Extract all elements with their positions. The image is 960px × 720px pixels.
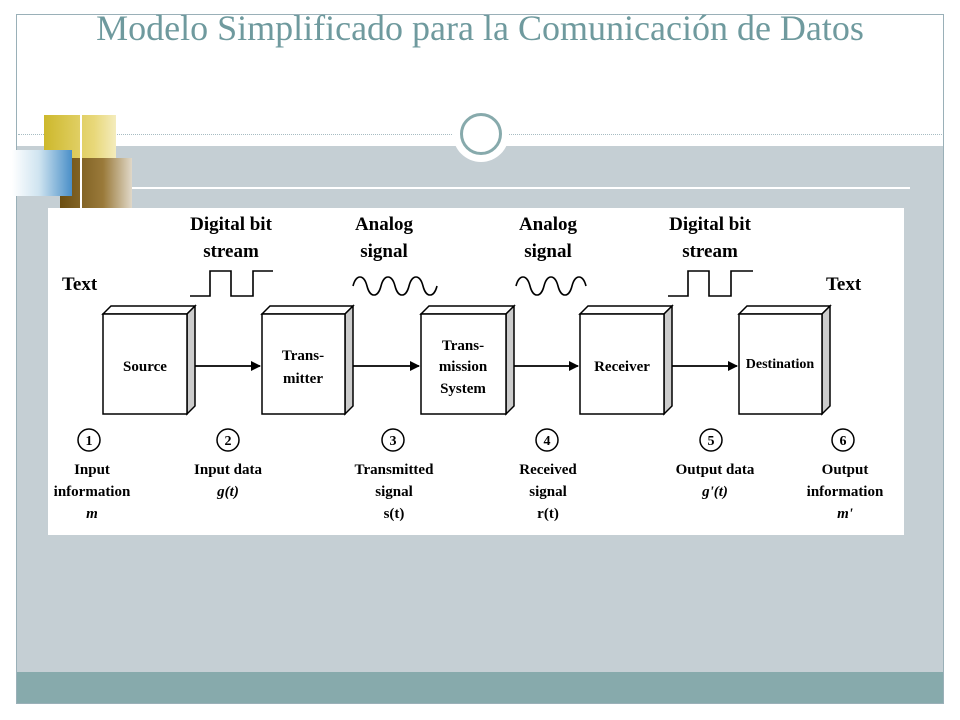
stage-6-number: 6 — [840, 434, 847, 449]
block-transmitter-line1: Trans- — [282, 348, 324, 364]
slide-frame — [16, 14, 944, 704]
analog-waveform-right — [515, 276, 587, 296]
stage-4-line1: Received — [519, 462, 577, 478]
stage-1-line2: information — [54, 484, 131, 500]
stage-4: 4 Received signal r(t) — [519, 428, 577, 522]
slide-title: Modelo Simplificado para la Comunicación… — [96, 8, 864, 48]
block-receiver-label: Receiver — [594, 359, 650, 375]
signal-label-1-line2: stream — [203, 241, 259, 262]
stage-6-line2: information — [807, 484, 884, 500]
block-transmission-line3: System — [440, 381, 486, 397]
stage-3-number: 3 — [390, 434, 397, 449]
stage-5-line1: Output data — [676, 462, 755, 478]
stage-5-line2: g'(t) — [701, 484, 728, 500]
text-label-right: Text — [826, 274, 862, 295]
digital-waveform-right — [668, 270, 753, 297]
block-destination-label: Destination — [746, 357, 815, 372]
signal-label-3-line2: signal — [524, 241, 572, 262]
stage-3-line2: signal — [375, 484, 413, 500]
stage-5: 5 Output data g'(t) — [676, 428, 755, 500]
block-transmitter-line2: mitter — [283, 371, 323, 387]
stage-3-line1: Transmitted — [355, 462, 435, 478]
block-transmitter: Trans- mitter — [260, 304, 355, 416]
stage-6-line1: Output — [822, 462, 869, 478]
signal-label-3-line1: Analog — [519, 214, 578, 235]
block-source-label: Source — [123, 359, 167, 375]
stage-1-line3: m — [86, 506, 98, 522]
decor-square-blue — [12, 150, 72, 196]
stage-2: 2 Input data g(t) — [194, 428, 262, 500]
block-transmission-line2: mission — [439, 359, 488, 375]
stage-1: 1 Input information m — [54, 428, 131, 522]
text-label-left: Text — [62, 274, 98, 295]
block-destination: Destination — [737, 304, 832, 416]
block-transmission-system: Trans- mission System — [419, 304, 516, 416]
block-receiver: Receiver — [578, 304, 674, 416]
stage-3-line3: s(t) — [384, 506, 405, 522]
signal-label-2-line1: Analog — [355, 214, 414, 235]
stage-3: 3 Transmitted signal s(t) — [355, 428, 435, 522]
block-transmission-line1: Trans- — [442, 338, 484, 354]
stage-6: 6 Output information m' — [807, 428, 884, 522]
decor-square-brown — [60, 158, 132, 208]
decor-line-horizontal — [130, 187, 910, 189]
signal-label-2-line2: signal — [360, 241, 408, 262]
stage-2-number: 2 — [225, 434, 232, 449]
stage-2-line2: g(t) — [216, 484, 239, 500]
stage-2-line1: Input data — [194, 462, 262, 478]
stage-4-number: 4 — [544, 434, 551, 449]
stage-4-line3: r(t) — [537, 506, 559, 522]
stage-5-number: 5 — [708, 434, 715, 449]
ring-icon — [453, 106, 509, 162]
communication-model-diagram: Digital bit stream Analog signal Analog … — [48, 208, 904, 535]
stage-1-line1: Input — [74, 462, 110, 478]
stage-4-line2: signal — [529, 484, 567, 500]
diagram-svg: Digital bit stream Analog signal Analog … — [54, 214, 884, 522]
signal-label-1-line1: Digital bit — [190, 214, 272, 235]
analog-waveform-left — [352, 276, 438, 296]
decor-line-vertical — [80, 104, 82, 214]
signal-label-4-line2: stream — [682, 241, 738, 262]
stage-6-line3: m' — [837, 506, 853, 522]
signal-label-4-line1: Digital bit — [669, 214, 751, 235]
footer-band — [17, 672, 943, 703]
block-source: Source — [101, 304, 197, 416]
digital-waveform-left — [190, 270, 273, 297]
stage-1-number: 1 — [86, 434, 93, 449]
